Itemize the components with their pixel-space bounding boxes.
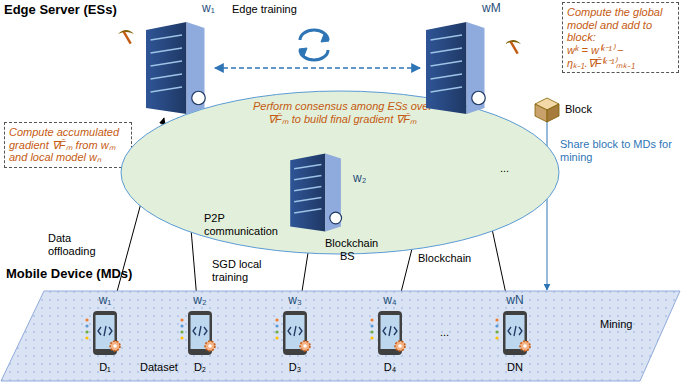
- note-text: wᵏ = w⁽ᵏ⁻¹⁾ − ηₖ₋₁.∇F̄⁽ᵏ⁻¹⁾ₘₖ₋₁: [567, 44, 674, 69]
- mobile-device: w₁ D₁: [85, 294, 125, 378]
- text-label: Edge training: [232, 3, 297, 16]
- block-label: Block: [565, 103, 592, 116]
- model-label: w₁: [85, 294, 125, 308]
- server-shape: [285, 150, 350, 235]
- model-label: w₄: [370, 294, 410, 308]
- model-label: wN: [495, 294, 535, 308]
- mobile-device: w₄ D₄: [370, 294, 410, 378]
- dataset-label: D₄: [370, 361, 410, 374]
- consensus-text: Perform consensus among ESs over ∇F̄ₘ to…: [245, 100, 440, 125]
- note-text: Compute accumulated gradient ∇F̄ₘ from w…: [9, 126, 127, 164]
- edge-label: Blockchain: [418, 252, 488, 265]
- mobile-device: wN DN: [495, 294, 535, 378]
- model-label: w₂: [353, 172, 366, 186]
- mobile-device: w₂ D₂: [180, 294, 220, 378]
- dataset-label: D₁: [85, 361, 125, 374]
- edge-label: P2P communication: [204, 212, 284, 237]
- server-shape: [420, 18, 495, 118]
- text-label: Edge Server (ESs): [4, 3, 117, 18]
- block-icon: Block: [535, 98, 559, 122]
- model-label: wM: [482, 2, 501, 16]
- block-shape: [535, 98, 559, 122]
- dataset-label: D₂: [180, 361, 220, 374]
- model-label: w₁: [202, 2, 215, 16]
- note-box: Compute the global model and add to bloc…: [562, 2, 679, 73]
- text-label: Dataset: [140, 361, 178, 374]
- edge-server: w₁: [140, 18, 215, 118]
- text-label: BS: [340, 250, 355, 263]
- edge-label: Data offloading: [48, 232, 110, 257]
- text-label: ...: [440, 326, 449, 339]
- mobile-device: w₃ D₃: [275, 294, 315, 378]
- model-label: w₃: [275, 294, 315, 308]
- edge-server: wM: [420, 18, 495, 118]
- text-label: Blockchain: [325, 237, 378, 250]
- text-label: ...: [500, 162, 509, 175]
- note-text: Compute the global model and add to bloc…: [567, 6, 674, 44]
- edge-label: Share block to MDs for mining: [560, 138, 675, 163]
- sync-icon: [299, 30, 329, 60]
- model-label: w₂: [180, 294, 220, 308]
- edge-server: w₂: [285, 150, 350, 235]
- edge-label: SGD local training: [212, 258, 272, 283]
- server-shape: [140, 18, 215, 118]
- dataset-label: D₃: [275, 361, 315, 374]
- note-box: Compute accumulated gradient ∇F̄ₘ from w…: [4, 122, 132, 168]
- device-plane: Mobile Device (MDs)w₁D₁w₂D₂w₃D₃w₄D₄wNDN: [0, 290, 681, 382]
- group-heading: Mobile Device (MDs): [6, 267, 132, 282]
- text-label: Mining: [600, 318, 632, 331]
- connector: [215, 67, 420, 68]
- dataset-label: DN: [495, 361, 535, 374]
